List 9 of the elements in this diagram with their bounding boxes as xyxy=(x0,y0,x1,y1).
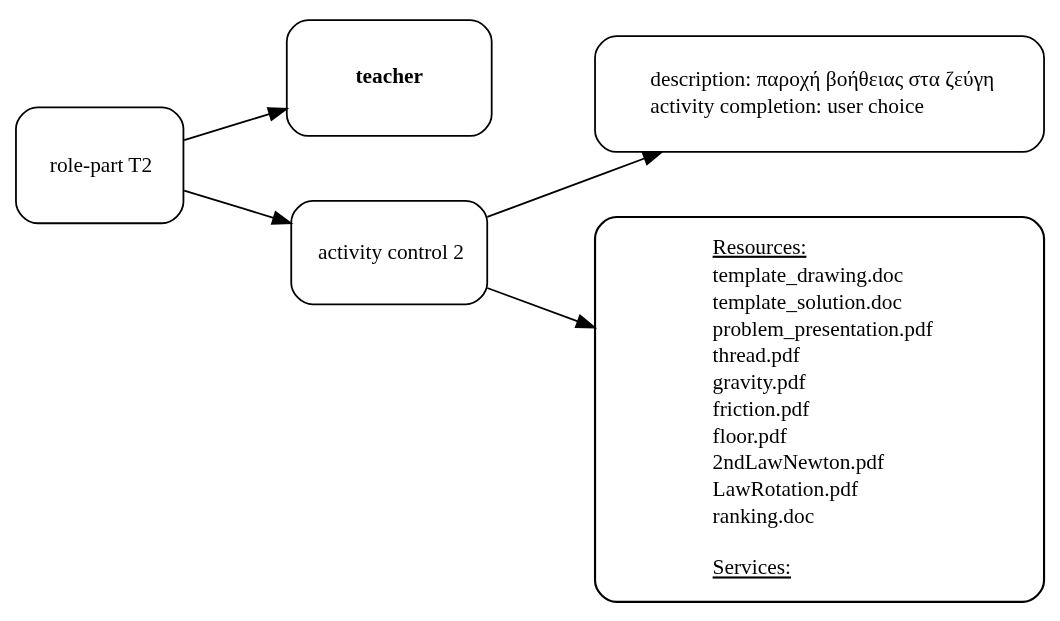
node-box: description: παροχή βοήθειας στα ζεύγη activity completion: user choice xyxy=(594,34,1045,153)
node-box: activity control 2 xyxy=(290,199,489,305)
arrow xyxy=(183,189,294,225)
node-box: teacher xyxy=(285,18,493,137)
arrow xyxy=(486,286,598,328)
arrow xyxy=(183,106,290,141)
node-box: role-part T2 xyxy=(15,106,185,224)
node-box: Resources: template_drawing.doc template_solution.doc problem_presentation.pdf thread.pdf gravity.pdf friction.pdf floor.pdf 2ndLawNewton.pdf LawRotation.pdf ranking.doc Services: xyxy=(593,215,1046,603)
arrow xyxy=(486,150,665,218)
